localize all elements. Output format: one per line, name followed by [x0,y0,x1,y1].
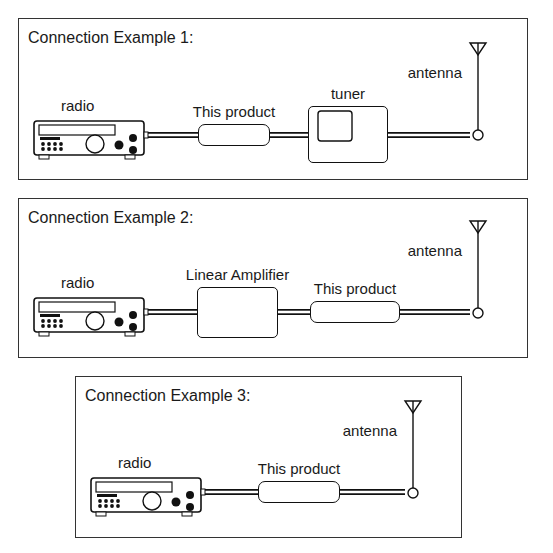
antenna-unit: antenna [470,42,486,141]
radio-unit: radio [90,475,205,520]
cable [388,135,470,136]
example-panel: Connection Example 2:radioLinear Amplifi… [18,198,528,358]
cable-core [400,311,470,314]
coax-cable [270,132,308,138]
device-box: Linear Amplifier [197,287,278,338]
device-box: tuner [308,106,388,163]
cable-core [388,134,470,137]
device-label: tuner [331,85,365,102]
radio-unit: radio [33,295,148,340]
coax-cable [388,132,470,138]
device-box: This product [198,124,270,146]
coax-cable [148,309,197,315]
antenna-unit: antenna [405,400,421,499]
tuner-display [318,111,352,141]
coax-cable [205,489,258,495]
panel-title: Connection Example 1: [28,29,193,47]
device-label: Linear Amplifier [186,266,289,283]
device-label: radio [61,97,94,114]
coax-cable [340,489,405,495]
cable-core [205,491,258,494]
cable-core [340,491,405,494]
coax-cable [148,132,198,138]
device-label: This product [258,460,341,477]
antenna-unit: antenna [470,220,486,319]
coax-cable [400,309,470,315]
panel-title: Connection Example 3: [85,387,250,405]
device-label: antenna [408,242,462,259]
device-label: radio [118,454,151,471]
device-box: This product [258,481,340,503]
device-label: This product [314,280,397,297]
radio-unit: radio [33,118,148,163]
device-label: antenna [343,422,397,439]
cable [148,312,197,313]
cable [278,312,310,313]
cable [148,135,198,136]
cable-core [148,134,198,137]
panel-title: Connection Example 2: [28,209,193,227]
coax-cable [278,309,310,315]
cable-core [270,134,308,137]
radio-illustration [91,478,205,516]
device-label: This product [193,103,276,120]
cable [400,312,470,313]
example-panel: Connection Example 3:radioThis productan… [75,376,462,538]
cable-core [278,311,310,314]
example-panel: Connection Example 1:radioThis producttu… [18,18,528,180]
radio-illustration [34,298,148,336]
antenna-symbol [470,43,486,140]
device-box: This product [310,301,400,323]
cable [205,492,258,493]
device-label: radio [61,274,94,291]
antenna-symbol [470,221,486,318]
device-label: antenna [408,64,462,81]
cable [340,492,405,493]
radio-illustration [34,121,148,159]
cable-core [148,311,197,314]
antenna-symbol [405,401,421,498]
cable [270,135,308,136]
